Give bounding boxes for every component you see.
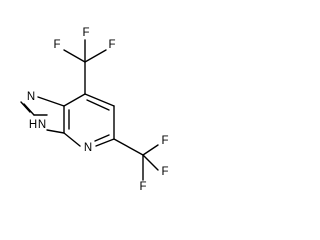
atom-n1: N (27, 91, 35, 103)
bond-c3a-n3 (46, 129, 65, 134)
atom-f2a: F (161, 135, 168, 147)
atom-nh-hydrogen: H (29, 119, 37, 131)
bond-cf3-f2b (142, 154, 159, 171)
atom-f2c: F (139, 181, 146, 193)
bond-c5-cf3 (113, 138, 144, 156)
atom-f1c: F (108, 39, 115, 51)
bond-cf3-f1c (84, 49, 107, 63)
atom-f1b: F (53, 39, 60, 51)
bond-n1-c7a (37, 96, 65, 107)
bond-c7-c6-inner (86, 99, 110, 111)
atom-f2b: F (161, 166, 168, 178)
atom-n4: N (84, 142, 92, 154)
atom-f1a: F (82, 27, 89, 39)
bond-c7a-c7 (63, 93, 86, 107)
bond-c7-c6 (84, 93, 115, 107)
atom-labels: N N H N F F F F F F (27, 27, 169, 193)
bond-c5-n4-inner (94, 134, 110, 142)
atom-n3: N (38, 119, 46, 131)
bond-n4-c3a (63, 132, 81, 147)
bond-cf3-f1b (63, 49, 86, 63)
bond-cf3-f2a (142, 144, 159, 156)
bond-c5-n4 (95, 138, 115, 147)
molecule-diagram: N N H N F F F F F F (20, 27, 169, 193)
bond-c2-n1-double (20, 101, 31, 113)
bonds (20, 39, 159, 181)
bond-c2-n1 (23, 103, 35, 116)
